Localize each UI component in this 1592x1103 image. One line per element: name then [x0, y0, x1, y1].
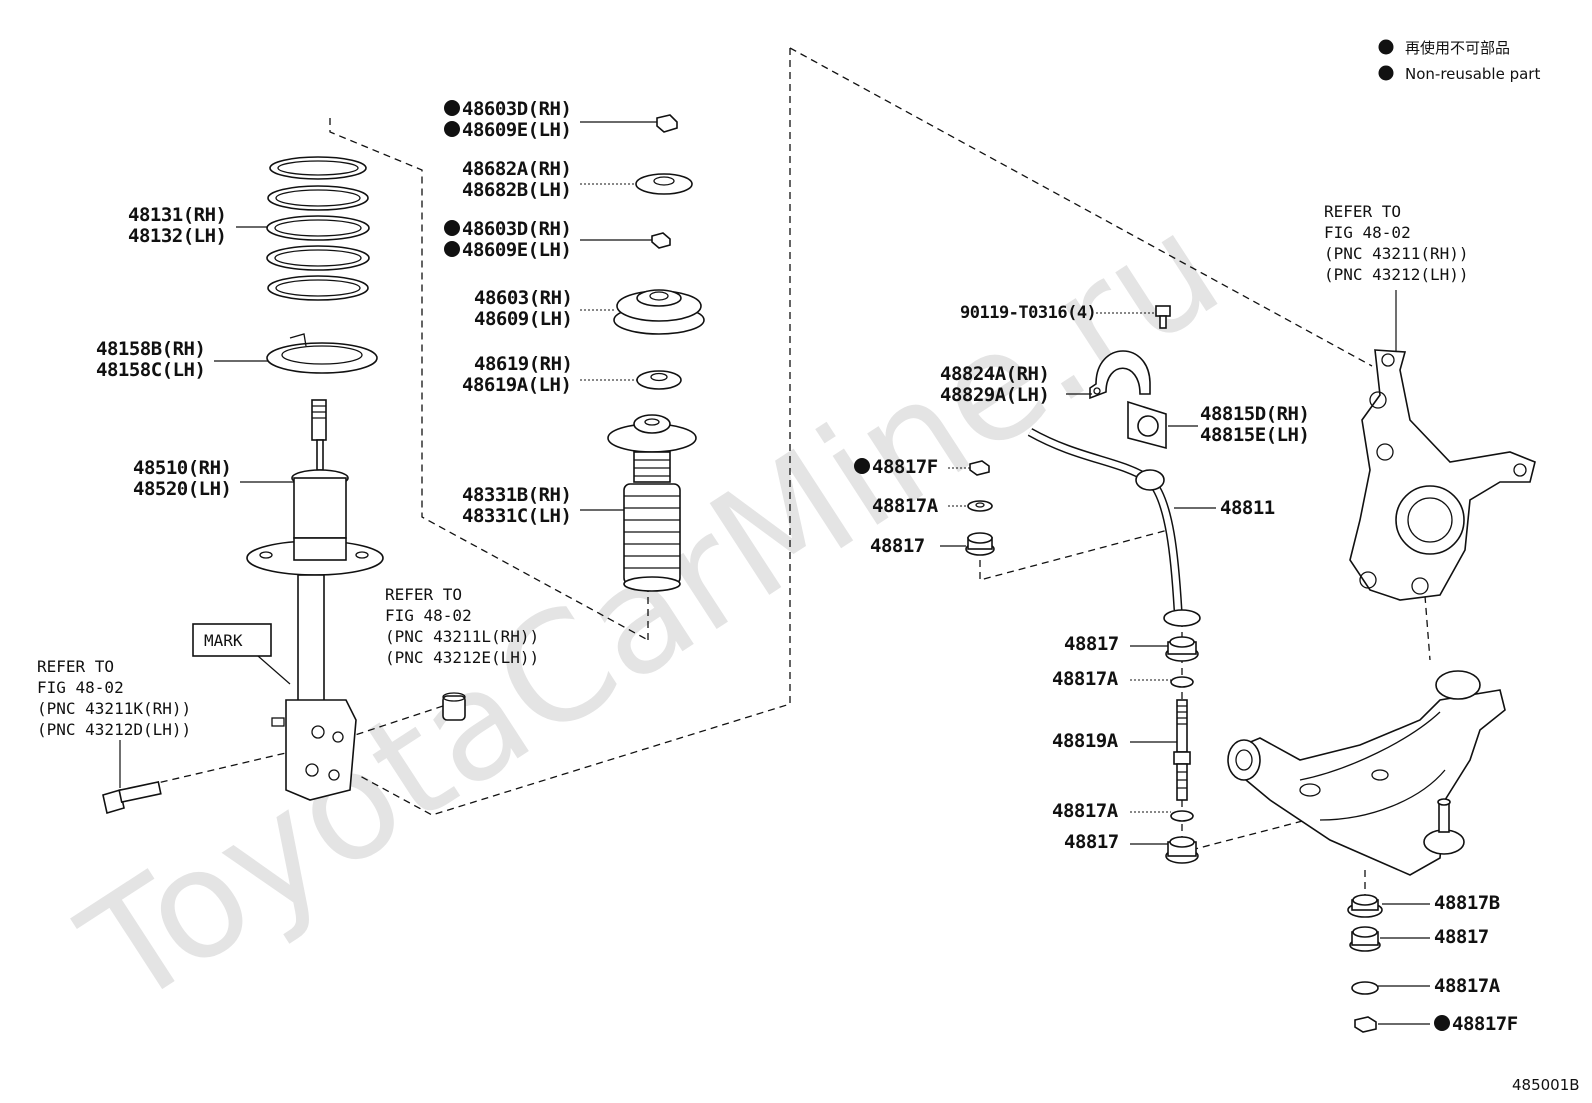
label-stab-nut-f: 48817F — [872, 456, 938, 478]
ref-knuckle-line-2: FIG 48-02 — [1324, 223, 1411, 242]
label-bushing-rh: 48815D(RH) — [1200, 403, 1309, 425]
label-washer-rh: 48682A(RH) — [462, 158, 571, 180]
label-strut-rh: 48510(RH) — [133, 457, 231, 479]
link-cushion-2 — [1165, 836, 1199, 864]
non-reusable-dot-icon — [1434, 1015, 1450, 1031]
label-link-cushion-2: 48817 — [1064, 831, 1119, 853]
label-bracket-bolt: 90119-T0316(4) — [960, 303, 1096, 323]
label-spring-rh: 48131(RH) — [128, 204, 226, 226]
coil-spring — [266, 156, 370, 301]
non-reusable-dot-icon — [444, 241, 460, 257]
ref-nut-line-3: (PNC 43211L(RH)) — [385, 627, 539, 646]
label-mount-rh: 48603(RH) — [474, 287, 572, 309]
label-bracket-rh: 48824A(RH) — [940, 363, 1049, 385]
non-reusable-dot-icon — [854, 458, 870, 474]
ref-bolt-line-4: (PNC 43212D(LH)) — [37, 720, 191, 739]
ref-knuckle-line-3: (PNC 43211(RH)) — [1324, 244, 1469, 263]
steering-knuckle — [1349, 349, 1536, 601]
label-boot-lh: 48331C(LH) — [462, 505, 571, 527]
legend-label-ja: 再使用不可部品 — [1405, 39, 1510, 57]
support-mount — [613, 289, 705, 335]
strut-absorber — [246, 399, 384, 801]
ref-nut-line-4: (PNC 43212E(LH)) — [385, 648, 539, 667]
bound-stopper-boot — [607, 414, 697, 592]
low-cushion-b — [1347, 894, 1383, 918]
strut-nut — [442, 692, 466, 721]
label-seat-rh: 48158B(RH) — [96, 338, 205, 360]
label-low-a: 48817A — [1434, 975, 1501, 997]
mark-callout: MARK — [192, 623, 291, 685]
label-boot-rh: 48331B(RH) — [462, 484, 571, 506]
ref-bolt-line-3: (PNC 43211K(RH)) — [37, 699, 191, 718]
legend-label-en: Non-reusable part — [1405, 65, 1540, 83]
mark-label: MARK — [204, 631, 243, 650]
label-low-f: 48817F — [1452, 1013, 1518, 1035]
label-bracket-lh: 48829A(LH) — [940, 384, 1049, 406]
label-nut-top-lh: 48609E(LH) — [462, 119, 571, 141]
label-low-cushion: 48817 — [1434, 926, 1489, 948]
label-bushing-lh: 48815E(LH) — [1200, 424, 1309, 446]
stab-cushion — [965, 532, 995, 556]
lower-control-arm — [1227, 670, 1506, 876]
legend: 再使用不可部品 Non-reusable part — [1378, 39, 1540, 83]
refer-nut: REFER TO FIG 48-02 (PNC 43211L(RH)) (PNC… — [385, 585, 539, 667]
link-washer-2 — [1170, 810, 1194, 822]
non-reusable-dot-icon — [1378, 39, 1394, 55]
stab-washer-a — [967, 500, 993, 512]
label-low-b: 48817B — [1434, 892, 1500, 914]
label-link-a-2: 48817A — [1052, 800, 1119, 822]
stabilizer-bar — [1027, 428, 1201, 627]
non-reusable-dot-icon — [444, 121, 460, 137]
bracket-bolt — [1155, 305, 1171, 329]
ref-knuckle-line-4: (PNC 43212(LH)) — [1324, 265, 1469, 284]
label-link-a-1: 48817A — [1052, 668, 1119, 690]
ref-nut-line-1: REFER TO — [385, 585, 462, 604]
leader-lines — [214, 121, 1430, 1025]
low-nut-f — [1354, 1016, 1377, 1033]
low-cushion — [1349, 926, 1381, 952]
link-cushion-1 — [1165, 636, 1199, 662]
ref-nut-line-2: FIG 48-02 — [385, 606, 472, 625]
bearing — [636, 370, 682, 390]
label-strut-lh: 48520(LH) — [133, 478, 231, 500]
stabilizer-bracket — [1089, 350, 1151, 400]
label-link-bolt: 48819A — [1052, 730, 1119, 752]
label-spring-lh: 48132(LH) — [128, 225, 226, 247]
spring-seat — [266, 333, 378, 374]
label-washer-lh: 48682B(LH) — [462, 179, 571, 201]
part-labels: 48131(RH) 48132(LH) 48158B(RH) 48158C(LH… — [96, 98, 1518, 1035]
strut-bolt — [102, 781, 162, 815]
ref-knuckle-line-1: REFER TO — [1324, 202, 1401, 221]
label-stab-cushion: 48817 — [870, 535, 925, 557]
ref-bolt-line-2: FIG 48-02 — [37, 678, 124, 697]
label-nut-2-lh: 48609E(LH) — [462, 239, 571, 261]
link-bolt — [1173, 699, 1191, 801]
label-seat-lh: 48158C(LH) — [96, 359, 205, 381]
low-washer-a — [1351, 981, 1379, 995]
nut-second — [651, 232, 671, 249]
non-reusable-dot-icon — [444, 100, 460, 116]
label-nut-top-rh: 48603D(RH) — [462, 98, 571, 120]
ref-bolt-line-1: REFER TO — [37, 657, 114, 676]
washer-plate — [635, 173, 693, 195]
refer-bolt: REFER TO FIG 48-02 (PNC 43211K(RH)) (PNC… — [37, 657, 191, 739]
label-stabilizer: 48811 — [1220, 497, 1275, 519]
label-link-cushion-1: 48817 — [1064, 633, 1119, 655]
nut-top — [656, 114, 678, 133]
label-mount-lh: 48609(LH) — [474, 308, 572, 330]
non-reusable-dot-icon — [444, 220, 460, 236]
figure-id: 485001B — [1512, 1076, 1580, 1094]
label-nut-2-rh: 48603D(RH) — [462, 218, 571, 240]
stabilizer-bushing — [1127, 400, 1167, 450]
refer-knuckle: REFER TO FIG 48-02 (PNC 43211(RH)) (PNC … — [1324, 202, 1469, 284]
label-bearing-rh: 48619(RH) — [474, 353, 572, 375]
non-reusable-dot-icon — [1378, 65, 1394, 81]
stab-nut-f — [969, 460, 990, 476]
label-stab-a: 48817A — [872, 495, 939, 517]
label-bearing-lh: 48619A(LH) — [462, 374, 571, 396]
link-washer-1 — [1170, 676, 1194, 688]
